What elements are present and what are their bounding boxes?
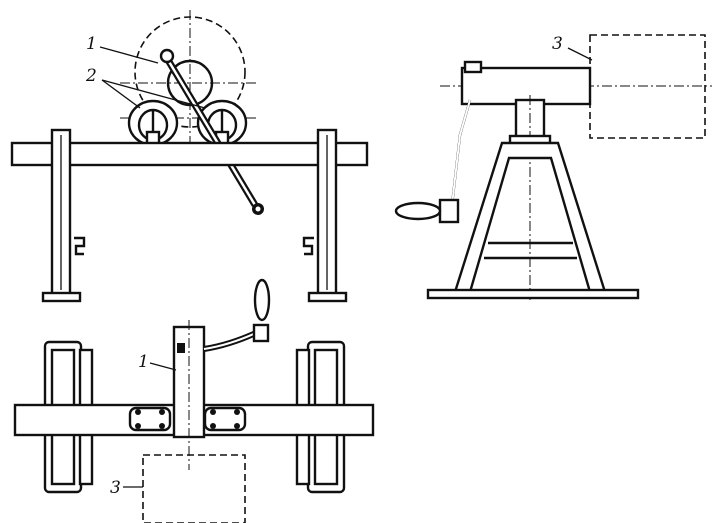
pipe-outline-top: [142, 454, 246, 523]
leader-3-side: [567, 47, 593, 61]
label-part-1-front: 1: [86, 34, 97, 54]
leader-1-front: [99, 46, 159, 64]
top-view: [13, 278, 375, 523]
crank-lever-front: [159, 48, 264, 215]
frame-beam-front: [10, 141, 369, 167]
label-part-2-front: 2: [86, 66, 97, 86]
crank-side: [394, 99, 472, 224]
a-frame-stand: [426, 141, 640, 300]
frame-leg-right: [302, 128, 348, 303]
frame-leg-left: [41, 128, 86, 303]
roller-clamps: [128, 406, 247, 432]
label-part-1-top: 1: [138, 352, 149, 372]
side-view: [394, 34, 712, 300]
support-roller-left: [127, 99, 179, 148]
leader-2b-front: [101, 79, 206, 109]
label-part-3-side: 3: [552, 34, 563, 54]
front-view: [10, 10, 369, 303]
leader-1-top: [149, 362, 177, 371]
crank-top: [203, 278, 271, 352]
leader-2a-front: [101, 79, 141, 109]
label-part-3-top: 3: [110, 478, 121, 498]
drive-arm: [460, 66, 592, 106]
